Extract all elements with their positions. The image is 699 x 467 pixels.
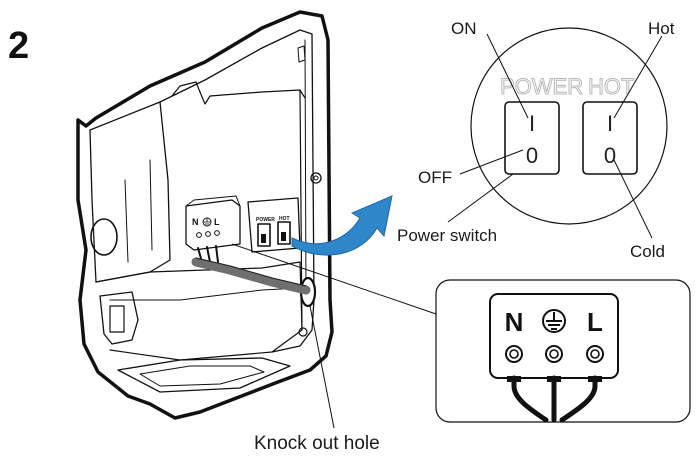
bottom-bracket: [99, 291, 139, 345]
bottom-tray: [117, 357, 291, 393]
label-power-switch: Power switch: [397, 226, 497, 245]
hot-off-mark: 0: [604, 143, 616, 168]
blue-curved-arrow-icon: [291, 195, 393, 256]
power-off-mark: 0: [526, 143, 538, 168]
small-power-toggle: [261, 234, 266, 243]
label-on: ON: [451, 19, 477, 38]
bracket-block: [109, 305, 125, 333]
power-title: POWER: [500, 74, 583, 99]
terminal-block-top: [185, 195, 241, 207]
back-panel: [159, 29, 315, 353]
power-switch-detail: [504, 101, 560, 175]
side-rail-2: [304, 39, 307, 301]
step-number: 2: [8, 25, 29, 67]
terminal-n: N: [505, 307, 524, 337]
label-knock-out-hole: Knock out hole: [254, 433, 380, 454]
heater-unit: [76, 10, 334, 420]
left-wall: [89, 101, 171, 283]
small-ground-icon-lines: [203, 217, 211, 225]
cable: [191, 257, 311, 295]
terminal-wires: [511, 375, 598, 423]
small-screw-n: [196, 232, 202, 238]
switch-detail-circle: [470, 27, 668, 225]
side-screw: [310, 172, 322, 184]
back-panel-top: [171, 81, 306, 105]
base-step: [109, 287, 301, 301]
terminal-screws: [505, 345, 604, 363]
small-power-label: POWER: [256, 217, 275, 223]
hot-on-mark: I: [607, 111, 613, 136]
switch-leader-lines: [447, 33, 663, 239]
small-terminal-l: L: [214, 217, 220, 227]
label-off: OFF: [418, 168, 452, 187]
screw-l: [586, 345, 604, 363]
bottom-screw: [298, 327, 308, 337]
screw-ground: [545, 345, 563, 363]
small-screw-g: [205, 231, 211, 237]
small-screw-l: [214, 230, 220, 236]
terminal-leader-line: [231, 243, 437, 315]
left-wall-detail-2: [149, 159, 153, 251]
small-hot-toggle: [281, 232, 286, 241]
label-cold: Cold: [630, 242, 665, 261]
label-hot: Hot: [648, 19, 675, 38]
bottom-tray-inner: [139, 365, 265, 387]
cable-edge: [195, 257, 307, 287]
terminal-l: L: [587, 307, 603, 337]
hot-switch-detail: [582, 101, 638, 175]
left-wall-detail: [124, 179, 129, 263]
small-hot-label: HOT: [279, 216, 290, 222]
wire-collars: [507, 376, 602, 382]
knock-out-leader: [309, 305, 335, 429]
power-on-mark: I: [529, 111, 535, 136]
ground-symbol-icon: [542, 309, 566, 333]
small-terminal-n: N: [192, 217, 199, 227]
left-knockout: [90, 218, 118, 256]
screw-n: [505, 345, 523, 363]
side-screw-inner: [313, 175, 319, 181]
mount-slot: [297, 45, 306, 63]
